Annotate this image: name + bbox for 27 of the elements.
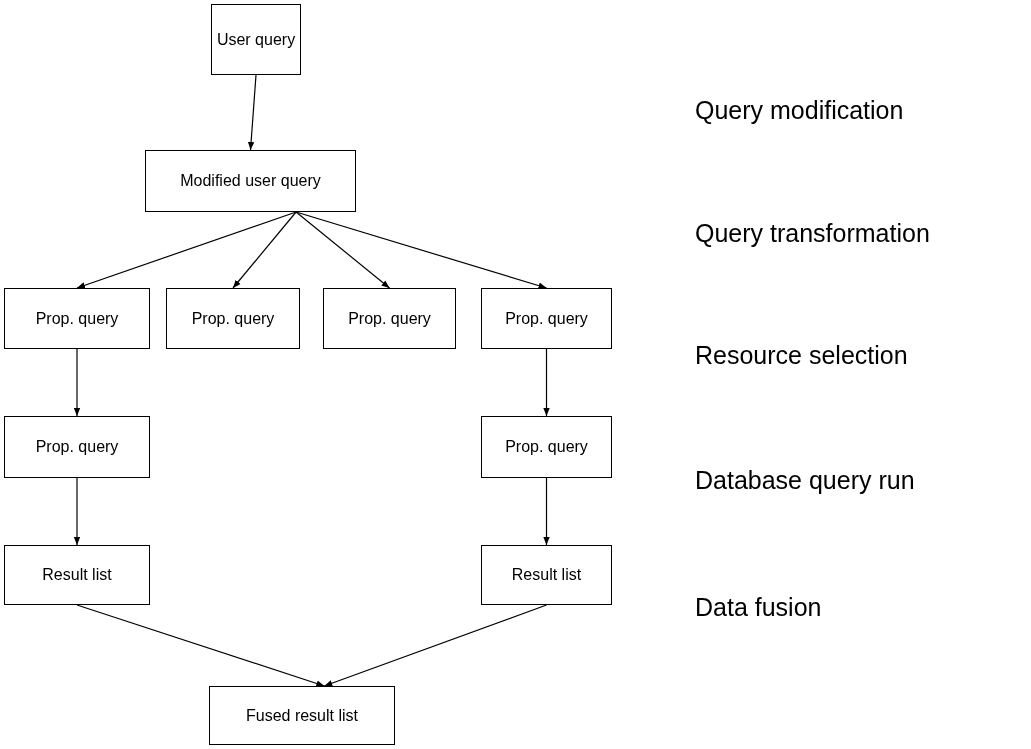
stage-label: Query modification (695, 95, 904, 125)
process-box: Prop. query (481, 416, 612, 478)
process-box: Result list (481, 545, 612, 605)
stage-label: Query transformation (695, 218, 930, 248)
process-box: Prop. query (323, 288, 456, 349)
stage-label: Database query run (695, 465, 915, 495)
process-box: Fused result list (209, 686, 395, 745)
arrow (247, 74, 257, 151)
process-box: Prop. query (481, 288, 612, 349)
process-box: Prop. query (4, 288, 150, 349)
arrow (295, 211, 391, 289)
process-box: Result list (4, 545, 150, 605)
arrow (73, 348, 81, 417)
arrow (232, 211, 297, 289)
arrow (73, 477, 81, 546)
stage-label: Resource selection (695, 340, 908, 370)
process-box: Modified user query (145, 150, 356, 212)
arrow (76, 211, 297, 289)
arrow (543, 348, 550, 417)
process-box: Prop. query (166, 288, 300, 349)
process-box: User query (211, 4, 301, 75)
arrow (543, 477, 550, 546)
process-box: Prop. query (4, 416, 150, 478)
arrow (323, 604, 548, 687)
stage-label: Data fusion (695, 592, 822, 622)
arrow (76, 604, 325, 687)
arrow (295, 211, 548, 289)
